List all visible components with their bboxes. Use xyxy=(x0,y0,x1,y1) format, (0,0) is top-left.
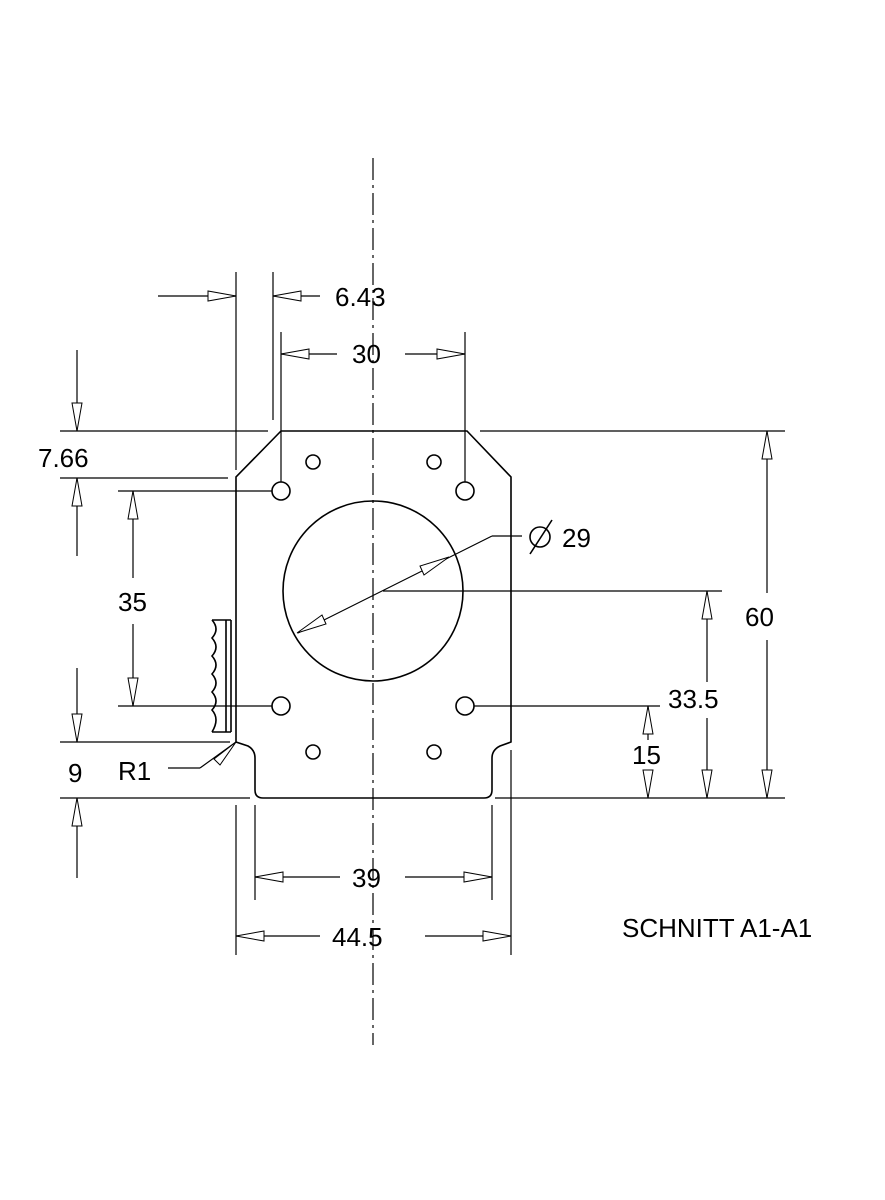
small-hole xyxy=(305,744,321,760)
serrated-detail xyxy=(210,619,232,733)
mounting-hole xyxy=(455,481,475,501)
small-hole xyxy=(426,744,442,760)
dim-label-44-5: 44.5 xyxy=(332,922,383,952)
dim-label-30: 30 xyxy=(352,339,381,369)
small-hole xyxy=(305,454,321,470)
dim-label-7-66: 7.66 xyxy=(38,443,89,473)
dim-label-r1: R1 xyxy=(118,756,151,786)
dim-label-15: 15 xyxy=(632,740,661,770)
dim-label-39: 39 xyxy=(352,863,381,893)
dim-label-33-5: 33.5 xyxy=(668,684,719,714)
dim-label-35: 35 xyxy=(118,587,147,617)
section-label: SCHNITT A1-A1 xyxy=(622,913,812,943)
mounting-hole xyxy=(271,481,291,501)
dim-label-9: 9 xyxy=(68,758,82,788)
plate-outline xyxy=(235,430,512,799)
dim-label-29: 29 xyxy=(562,523,591,553)
diameter-symbol-icon xyxy=(529,519,553,555)
dim-label-60: 60 xyxy=(745,602,774,632)
dim-label-6-43: 6.43 xyxy=(335,282,386,312)
mounting-hole xyxy=(271,696,291,716)
small-hole xyxy=(426,454,442,470)
mounting-hole xyxy=(455,696,475,716)
